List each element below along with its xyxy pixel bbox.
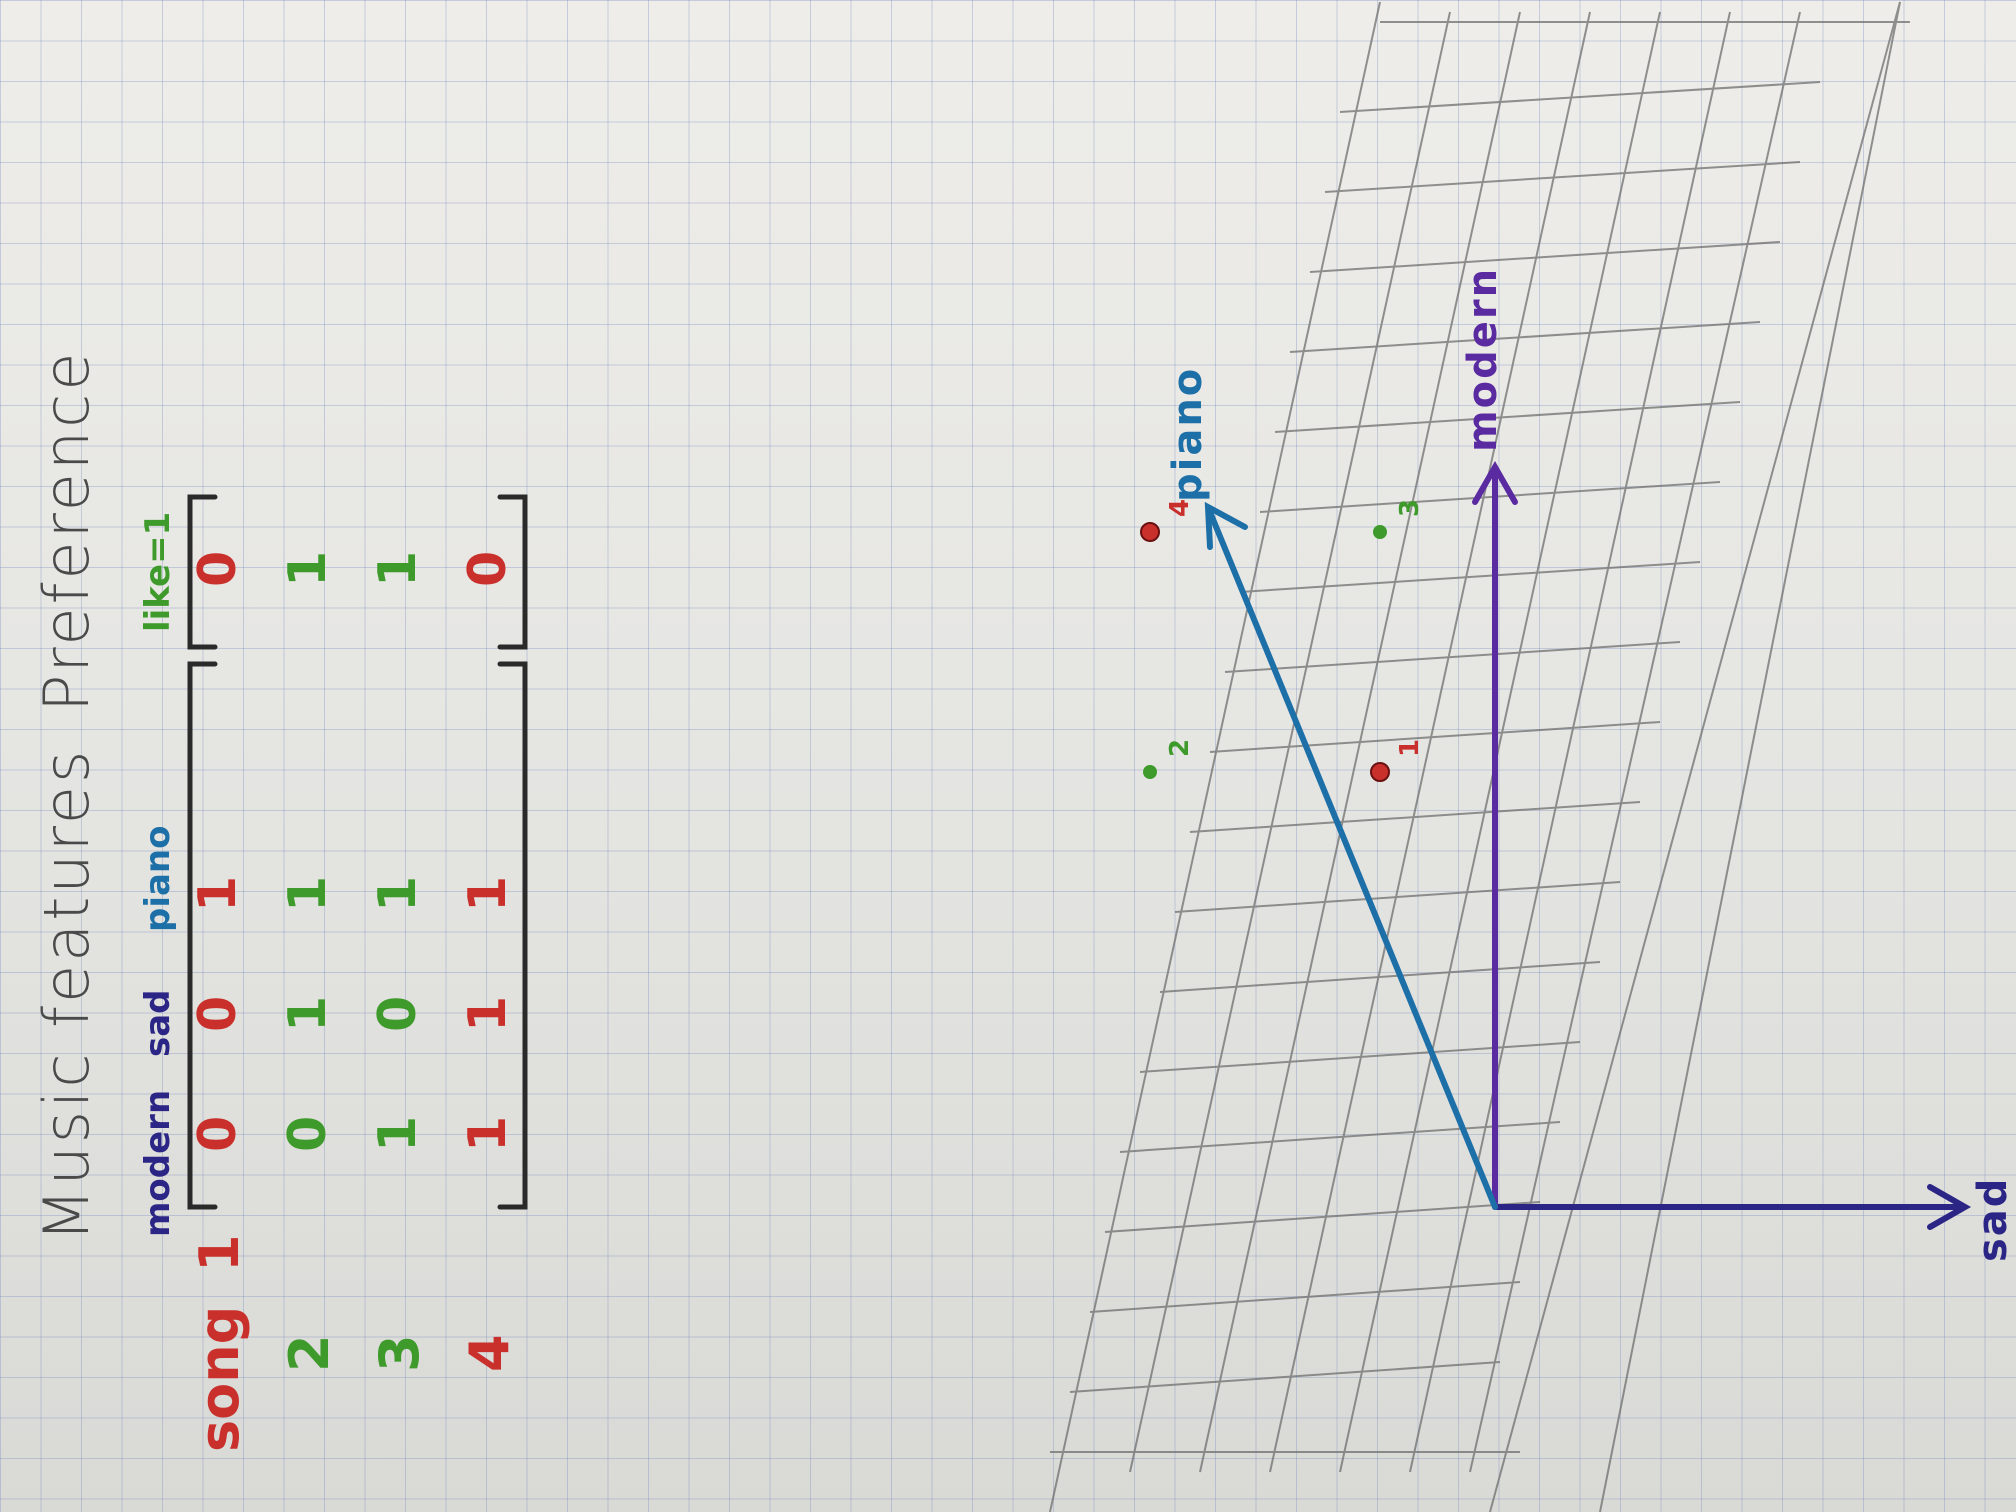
modern-axis xyxy=(1472,460,1518,1210)
point-1-label: 1 xyxy=(1395,738,1425,757)
point-2-marker xyxy=(1143,765,1157,779)
point-3-label: 3 xyxy=(1395,498,1425,517)
point-4-marker xyxy=(1140,522,1160,542)
point-1-marker xyxy=(1370,762,1390,782)
piano-axis-label: piano xyxy=(1165,366,1211,502)
preference-top-bracket xyxy=(187,494,218,650)
piano-axis xyxy=(1204,501,1498,1210)
preference-bottom-bracket xyxy=(497,494,528,650)
point-4-label: 4 xyxy=(1165,498,1195,517)
sad-axis-label: sad xyxy=(1970,1176,2016,1262)
pencil-plane xyxy=(1049,1,1910,1512)
point-3-marker xyxy=(1373,525,1387,539)
sad-axis xyxy=(1492,1184,1972,1230)
feature-matrix-top-bracket xyxy=(187,661,218,1210)
feature-matrix-bottom-bracket xyxy=(497,661,528,1210)
modern-axis-label: modern xyxy=(1460,266,1506,452)
point-2-label: 2 xyxy=(1165,738,1195,757)
